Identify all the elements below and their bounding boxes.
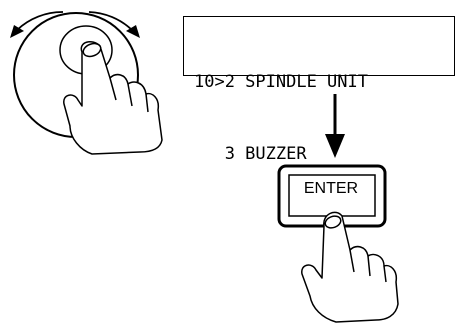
lcd-line-2: 3 BUZZER — [194, 144, 307, 164]
curved-arrow-right-icon — [88, 11, 140, 38]
pointing-hand-icon — [301, 211, 399, 323]
enter-key-label: ENTER — [303, 180, 359, 197]
curved-arrow-left-icon — [10, 11, 64, 38]
pointing-hand-icon — [59, 25, 163, 155]
lcd-line-1: 10>2 SPINDLE UNIT — [194, 72, 368, 92]
lcd-display: 10>2 SPINDLE UNIT 3 BUZZER — [183, 16, 455, 164]
arrow-down-icon — [325, 94, 345, 158]
enter-key[interactable] — [277, 164, 387, 228]
